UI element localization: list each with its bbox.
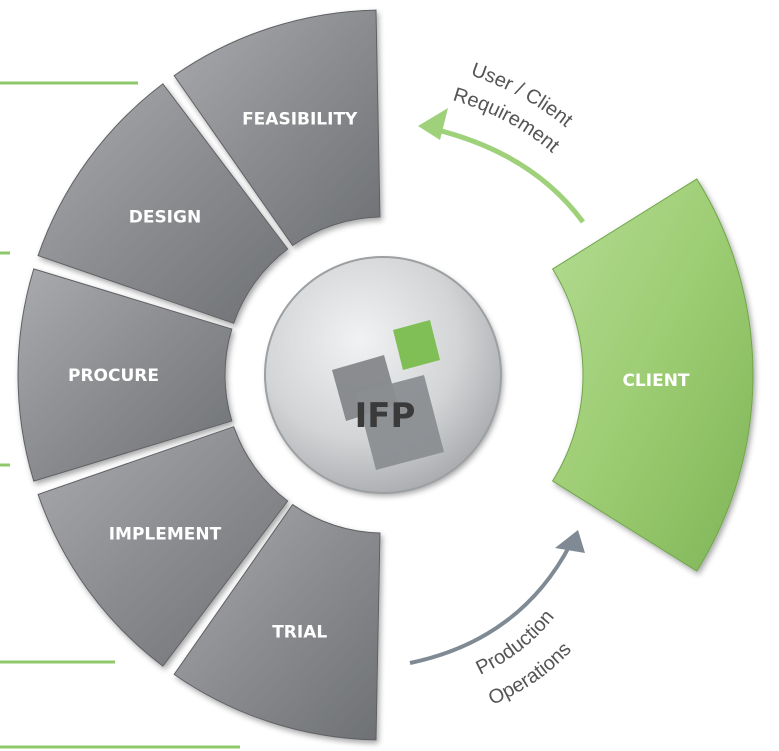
segment-label-trial: TRIAL	[272, 622, 327, 642]
segment-design	[37, 83, 289, 324]
client-label: CLIENT	[622, 371, 689, 391]
segment-procure	[17, 268, 233, 482]
accent-lines	[0, 81, 240, 749]
operations-arrow	[409, 530, 585, 665]
client-segment	[551, 178, 754, 572]
segment-implement	[37, 426, 289, 667]
requirement-arrow	[418, 108, 586, 224]
segment-trial	[173, 503, 381, 741]
center-label: IFP	[355, 396, 416, 436]
segment-label-implement: IMPLEMENT	[109, 524, 222, 544]
segment-ring	[17, 9, 381, 741]
segment-label-feasibility: FEASIBILITY	[242, 110, 358, 130]
segment-feasibility	[173, 9, 381, 247]
hub-rim	[264, 256, 502, 494]
ifp-logo-icon	[332, 320, 444, 470]
segment-label-design: DESIGN	[129, 208, 201, 228]
center-hub: IFP	[264, 256, 502, 494]
segment-label-procure: PROCURE	[68, 366, 159, 386]
